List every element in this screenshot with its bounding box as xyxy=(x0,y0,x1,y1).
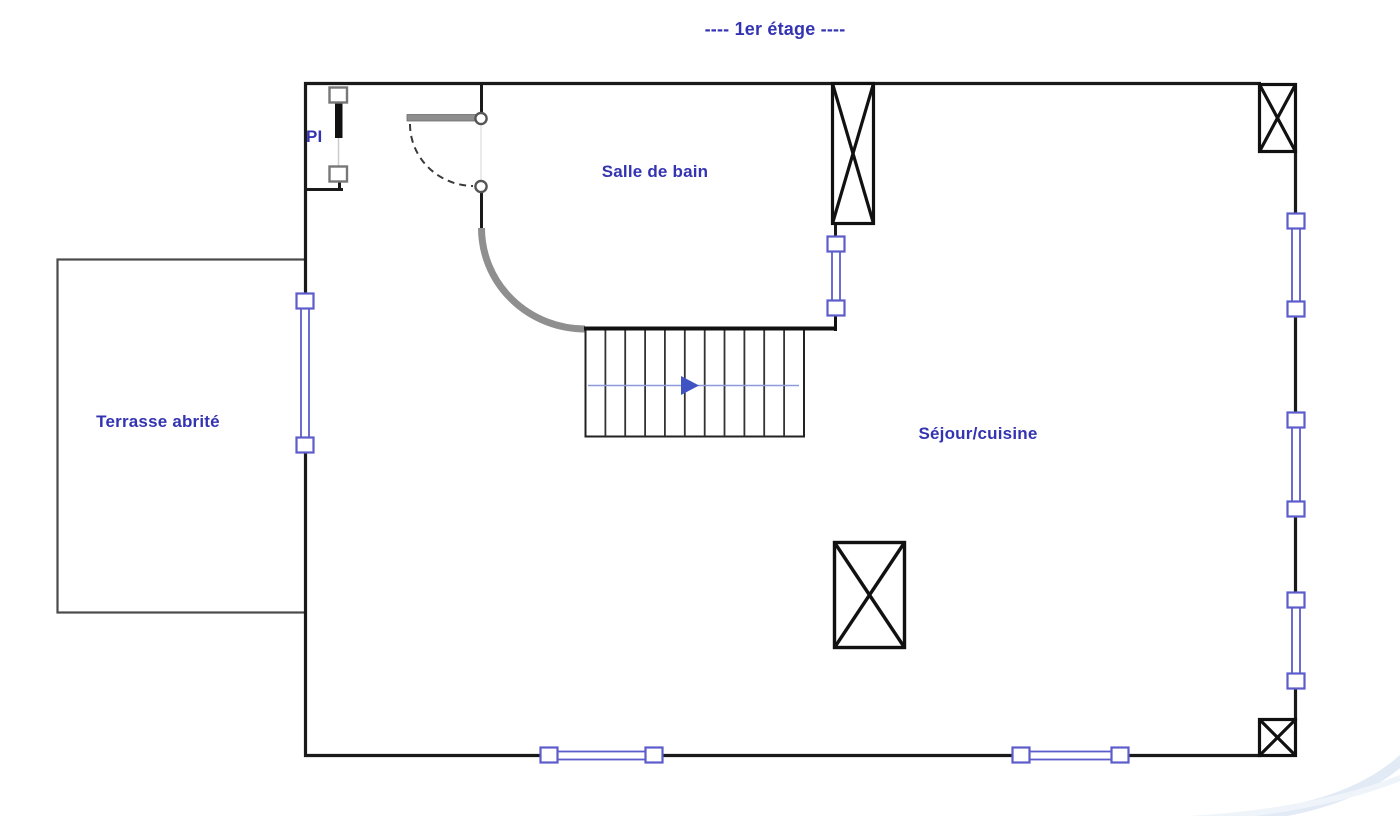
watermark-swoosh xyxy=(1185,754,1400,816)
window-right-3 xyxy=(1286,591,1306,690)
flue-box-top-right xyxy=(1257,82,1298,154)
door-latch xyxy=(474,179,488,194)
window-bottom-2 xyxy=(1011,746,1130,764)
curved-wall xyxy=(478,227,586,333)
door-hinge xyxy=(474,111,488,126)
terrace-outline xyxy=(56,258,307,614)
door-leaf xyxy=(406,114,480,122)
window-bathroom xyxy=(826,235,846,317)
interior-walls xyxy=(305,82,837,331)
flue-box-center xyxy=(832,540,907,650)
door-swing-arc xyxy=(409,123,474,187)
window-bottom-1 xyxy=(539,746,664,764)
windows xyxy=(295,212,1306,764)
floor-title: ---- 1er étage ---- xyxy=(704,19,846,39)
room-label-pi-closet: PI xyxy=(306,127,323,146)
window-right-2 xyxy=(1286,411,1306,518)
flue-box-top-middle xyxy=(830,81,876,226)
pi-door-symbol xyxy=(328,86,349,183)
swing-door-symbol xyxy=(406,111,488,194)
window-right-1 xyxy=(1286,212,1306,318)
window-left xyxy=(295,292,315,454)
room-label-living-kitchen: Séjour/cuisine xyxy=(918,424,1038,443)
flue-box-bottom-right xyxy=(1257,717,1298,758)
room-label-bathroom: Salle de bain xyxy=(601,162,709,181)
stair-direction-arrow xyxy=(681,376,699,395)
stairs-symbol xyxy=(584,314,837,438)
room-label-terrace: Terrasse abrité xyxy=(96,412,220,431)
